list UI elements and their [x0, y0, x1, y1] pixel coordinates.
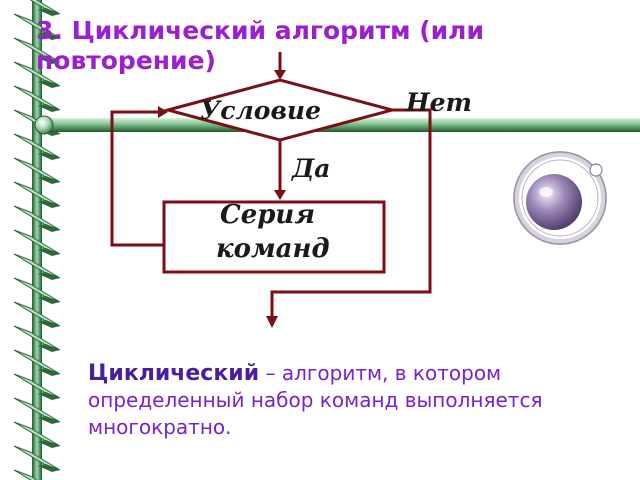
spiral-segment-shadow	[38, 224, 60, 232]
spiral-segment-shadow	[38, 368, 60, 376]
spiral-segment-shadow	[38, 272, 60, 280]
spiral-segment-shadow	[38, 32, 60, 40]
glass-sphere-icon	[513, 151, 607, 245]
definition-text: Циклический – алгоритм, в котором опреде…	[88, 360, 588, 441]
spiral-segment-shadow	[38, 152, 60, 160]
slide-title: 3. Циклический алгоритм (или повторение)	[36, 16, 484, 75]
spiral-segment	[13, 469, 38, 480]
definition-body: алгоритм, в котором определенный набор к…	[88, 361, 543, 439]
yes-arrowhead	[274, 190, 286, 200]
no-branch-label: Нет	[406, 88, 472, 117]
spiral-segment-shadow	[38, 464, 60, 472]
flowchart	[110, 52, 432, 328]
no-exit-line	[270, 108, 432, 316]
entry-arrowhead	[274, 70, 286, 80]
series-label-line1: Серия	[220, 200, 316, 230]
horizontal-rod	[34, 115, 640, 135]
definition-term: Циклический	[88, 361, 260, 386]
spiral-segment-shadow	[38, 8, 60, 16]
loop-back-line	[110, 110, 164, 247]
spiral-segment-shadow	[38, 320, 60, 328]
spiral-segment-shadow	[38, 392, 60, 400]
spiral-segment-shadow	[38, 56, 60, 64]
definition-dash: –	[259, 361, 282, 385]
condition-label: Условие	[200, 96, 321, 125]
series-label: Серия команд	[164, 198, 384, 266]
loop-back-arrowhead	[158, 106, 168, 118]
spiral-segment-shadow	[38, 104, 60, 112]
yes-branch-label: Да	[292, 154, 331, 183]
series-label-line2: команд	[216, 234, 330, 264]
spiral-segment-shadow	[38, 440, 60, 448]
spiral-segment-shadow	[38, 416, 60, 424]
spiral-segment-shadow	[38, 200, 60, 208]
spiral-border	[13, 0, 61, 480]
spiral-segment-shadow	[38, 344, 60, 352]
spiral-segment-shadow	[38, 248, 60, 256]
exit-arrowhead	[266, 316, 278, 328]
spiral-segment-shadow	[38, 80, 60, 88]
spiral-segment-shadow	[38, 296, 60, 304]
series-box	[162, 200, 386, 274]
spiral-segment-shadow	[38, 176, 60, 184]
